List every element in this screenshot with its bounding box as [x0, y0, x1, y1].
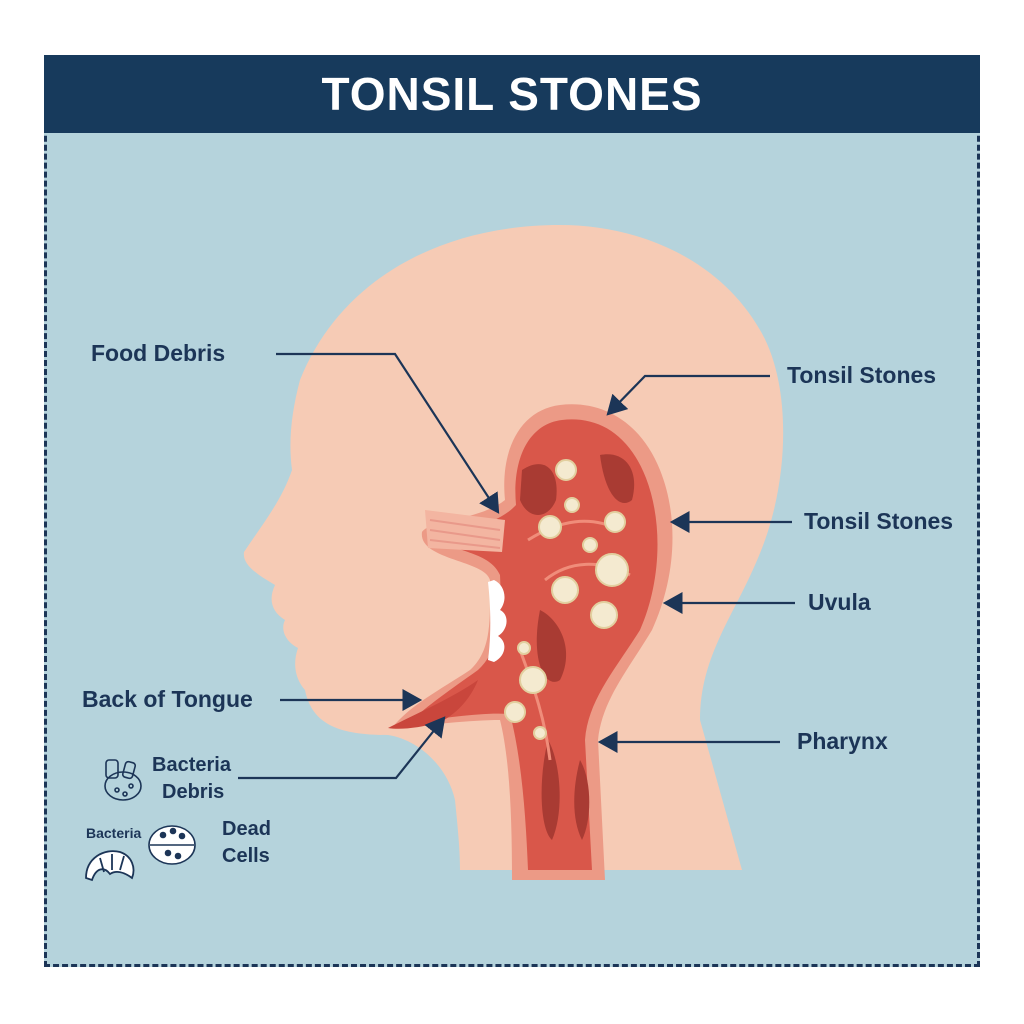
- tonsil-crevice: [541, 740, 560, 840]
- tonsil-stones-upper-pointer: [606, 374, 770, 416]
- tonsil-crevice: [536, 610, 567, 682]
- label-pharynx: Pharynx: [797, 728, 888, 754]
- diagram-title: TONSIL STONES: [321, 68, 703, 120]
- label-uvula: Uvula: [808, 589, 871, 615]
- label-leader-lines: [238, 352, 795, 780]
- tonsil-crevice: [600, 454, 635, 503]
- title-banner: TONSIL STONES: [44, 55, 980, 133]
- label-bacteria-debris: Bacteria Debris: [152, 752, 231, 806]
- label-bacteria-debris-line2: Debris: [162, 781, 225, 803]
- label-bacteria-small: Bacteria: [86, 825, 142, 841]
- label-back-of-tongue: Back of Tongue: [82, 686, 253, 712]
- tissue-strand: [518, 649, 552, 761]
- label-dead-cells: Dead Cells: [222, 816, 271, 870]
- tonsil-crevice: [520, 464, 557, 515]
- label-tonsil-stones-upper: Tonsil Stones: [787, 362, 937, 388]
- label-dead-cells-line1: Dead: [222, 818, 271, 840]
- bacteria-cell-icon: [148, 825, 196, 865]
- debris-cluster-icon: [104, 759, 142, 801]
- croissant-debris-icon: [85, 850, 135, 882]
- label-food-debris: Food Debris: [91, 340, 226, 366]
- tonsil-crevice: [574, 760, 590, 840]
- tonsil-stones: [504, 459, 629, 740]
- label-tonsil-stones-lower: Tonsil Stones: [804, 508, 954, 534]
- teeth: [488, 580, 507, 662]
- food-debris-strands: [429, 519, 501, 549]
- label-dead-cells-line2: Cells: [222, 845, 270, 867]
- label-bacteria-debris-line1: Bacteria: [152, 754, 231, 776]
- bacteria-debris-pointer: [238, 716, 446, 780]
- food-debris-pointer: [276, 352, 500, 514]
